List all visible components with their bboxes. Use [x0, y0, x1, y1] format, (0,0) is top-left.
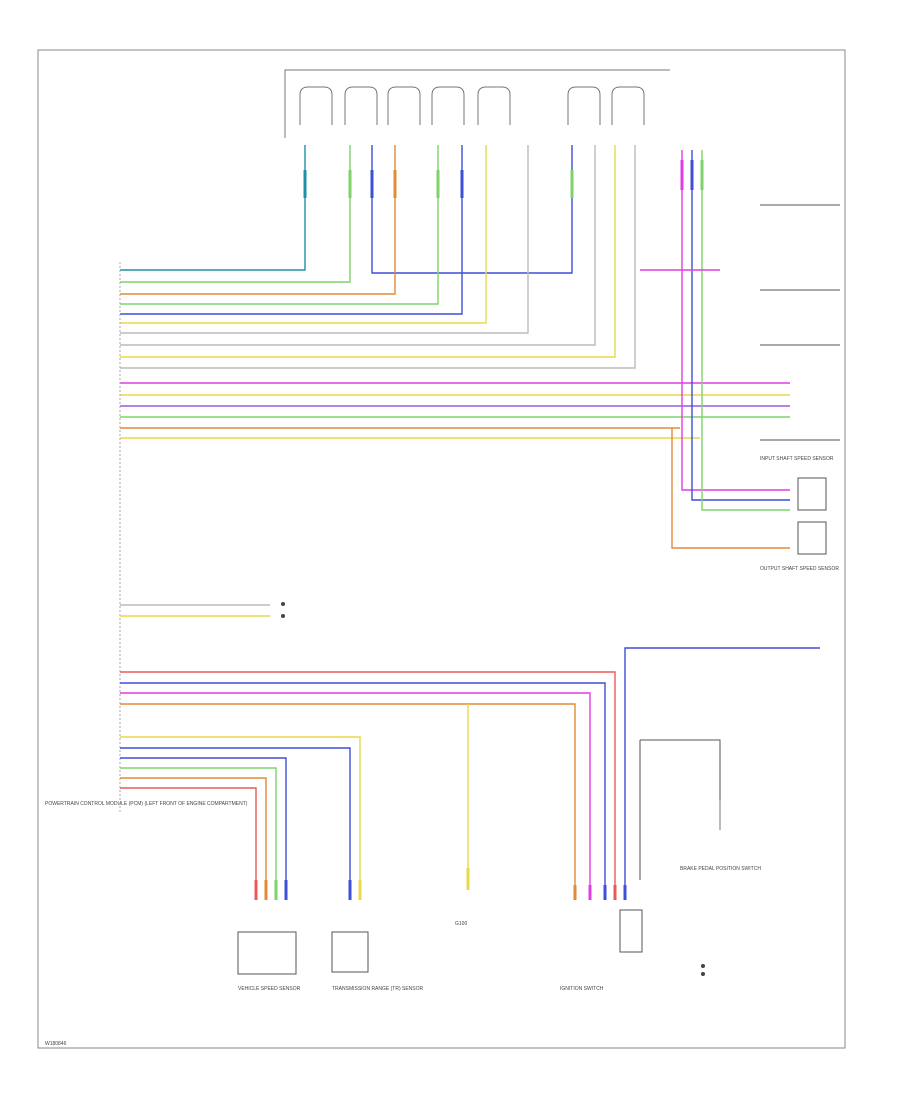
brake-switch-label: BRAKE PEDAL POSITION SWITCH: [680, 866, 761, 872]
drop-wires: [120, 145, 636, 369]
right-components: [760, 204, 840, 555]
ground-label: G100: [455, 921, 467, 927]
junction-dots: [281, 602, 705, 976]
input-shaft-speed-label: INPUT SHAFT SPEED SENSOR: [760, 456, 834, 462]
lower-components: [237, 739, 721, 975]
output-shaft-speed-label: OUTPUT SHAFT SPEED SENSOR: [760, 566, 839, 572]
tr-sensor-label: TRANSMISSION RANGE (TR) SENSOR: [332, 986, 424, 992]
pcm-lower-wires: [120, 647, 820, 900]
lower-color-bars: [254, 868, 627, 900]
pcm-label: POWERTRAIN CONTROL MODULE (PCM) (LEFT FR…: [45, 801, 248, 807]
top-sensor-connectors: [284, 69, 670, 138]
pcm-upper-wires: [120, 382, 790, 439]
pcm-middle-wires: [120, 604, 270, 617]
wire-color-bars: [303, 160, 704, 198]
diagram-id: W180846: [45, 1041, 67, 1047]
vss-label: VEHICLE SPEED SENSOR: [238, 986, 301, 992]
right-bundle: [640, 150, 790, 549]
ignition-switch-label: IGNITION SWITCH: [560, 986, 604, 992]
diagram-frame: [37, 49, 846, 1049]
